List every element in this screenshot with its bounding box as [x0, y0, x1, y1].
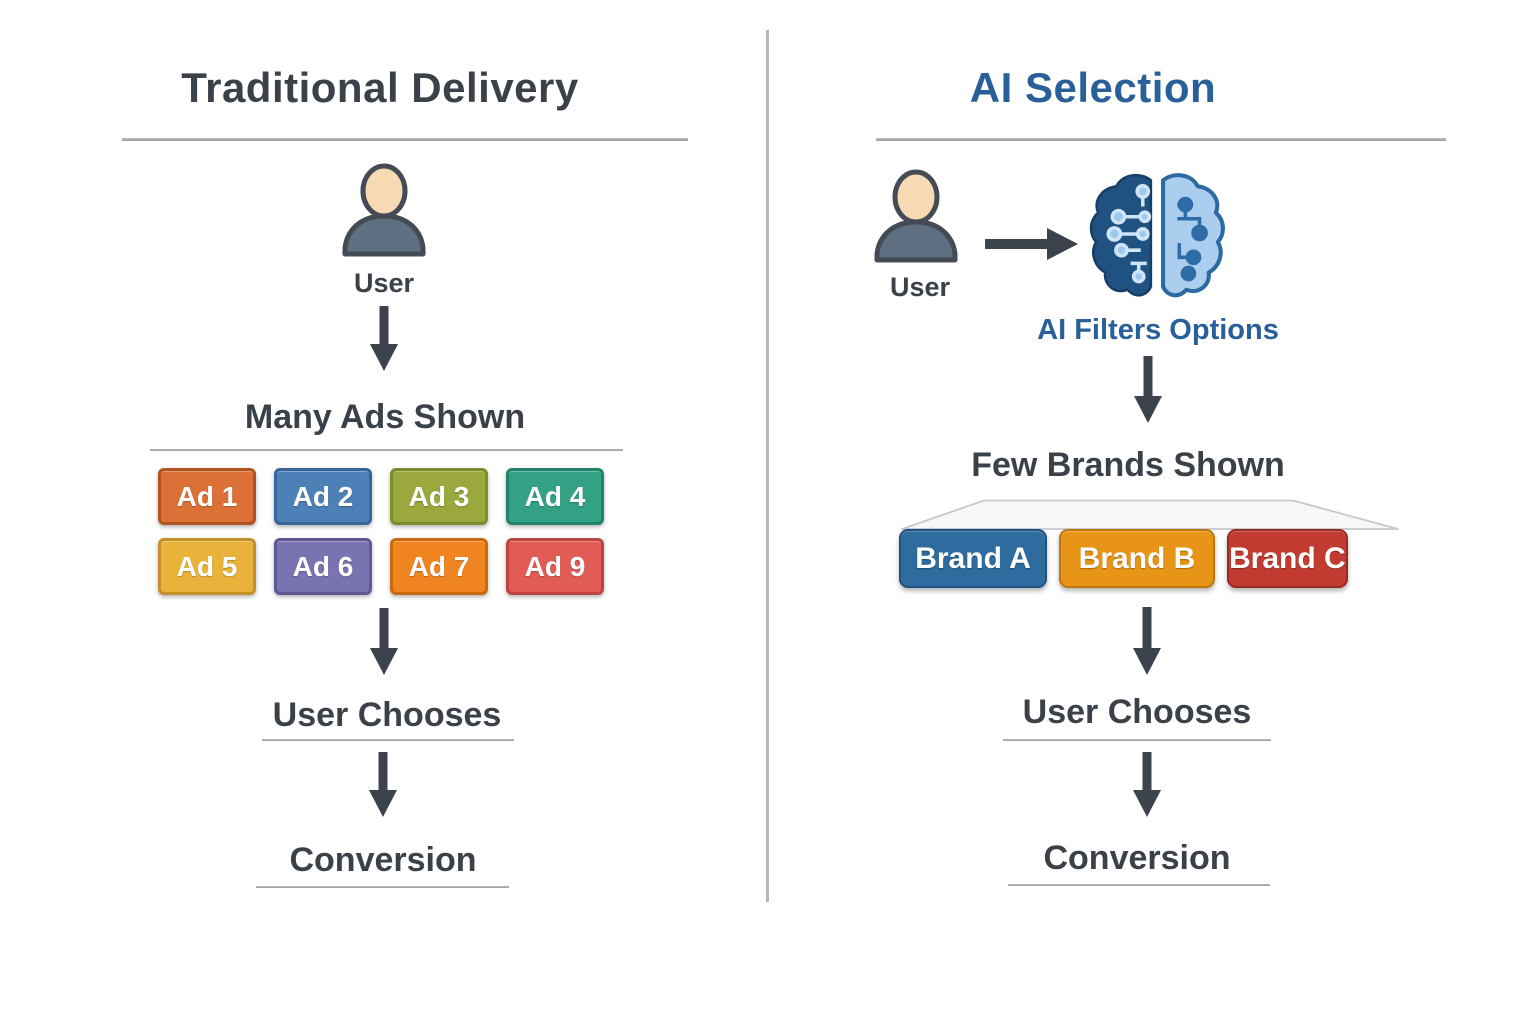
brand-tile: Brand A: [899, 529, 1047, 588]
ad-tile: Ad 2: [274, 468, 372, 525]
funnel-shape: [900, 499, 1400, 531]
left-conversion-heading: Conversion: [289, 841, 477, 879]
ad-tile: Ad 5: [158, 538, 256, 595]
brand-tile: Brand B: [1059, 529, 1215, 588]
ai-brain-icon: [1088, 170, 1230, 302]
ad-tile: Ad 4: [506, 468, 604, 525]
ad-tile: Ad 9: [506, 538, 604, 595]
ad-tile: Ad 3: [390, 468, 488, 525]
many-ads-rule: [150, 449, 623, 451]
left-panel-title: Traditional Delivery: [181, 64, 579, 111]
down-arrow-icon: [364, 608, 404, 678]
many-ads-heading: Many Ads Shown: [244, 398, 526, 436]
left-user-label: User: [353, 268, 415, 298]
right-user-label: User: [889, 272, 951, 302]
user-icon: [334, 162, 434, 262]
left-title-rule: [122, 138, 688, 141]
right-conversion-heading: Conversion: [1043, 839, 1231, 877]
right-chooses-heading: User Chooses: [1022, 693, 1252, 731]
right-chooses-rule: [1003, 739, 1271, 741]
ads-row-1: Ad 1 Ad 2 Ad 3 Ad 4: [158, 468, 604, 525]
ad-tile: Ad 6: [274, 538, 372, 595]
down-arrow-icon: [1127, 752, 1167, 820]
right-arrow-icon: [985, 226, 1081, 262]
user-icon: [866, 168, 966, 268]
left-chooses-rule: [262, 739, 514, 741]
ads-row-2: Ad 5 Ad 6 Ad 7 Ad 9: [158, 538, 604, 595]
down-arrow-icon: [363, 752, 403, 820]
brand-tile: Brand C: [1227, 529, 1348, 588]
right-panel-title: AI Selection: [969, 64, 1217, 111]
right-conversion-rule: [1008, 884, 1270, 886]
left-conversion-rule: [256, 886, 509, 888]
left-chooses-heading: User Chooses: [272, 696, 502, 734]
down-arrow-icon: [364, 306, 404, 374]
right-title-rule: [876, 138, 1446, 141]
ads-grid: Ad 1 Ad 2 Ad 3 Ad 4 Ad 5 Ad 6 Ad 7 Ad 9: [158, 468, 604, 595]
down-arrow-icon: [1128, 356, 1168, 426]
center-divider: [766, 30, 769, 902]
ai-filters-heading: AI Filters Options: [1037, 314, 1279, 346]
down-arrow-icon: [1127, 607, 1167, 678]
few-brands-heading: Few Brands Shown: [971, 446, 1285, 484]
ad-tile: Ad 7: [390, 538, 488, 595]
ad-tile: Ad 1: [158, 468, 256, 525]
